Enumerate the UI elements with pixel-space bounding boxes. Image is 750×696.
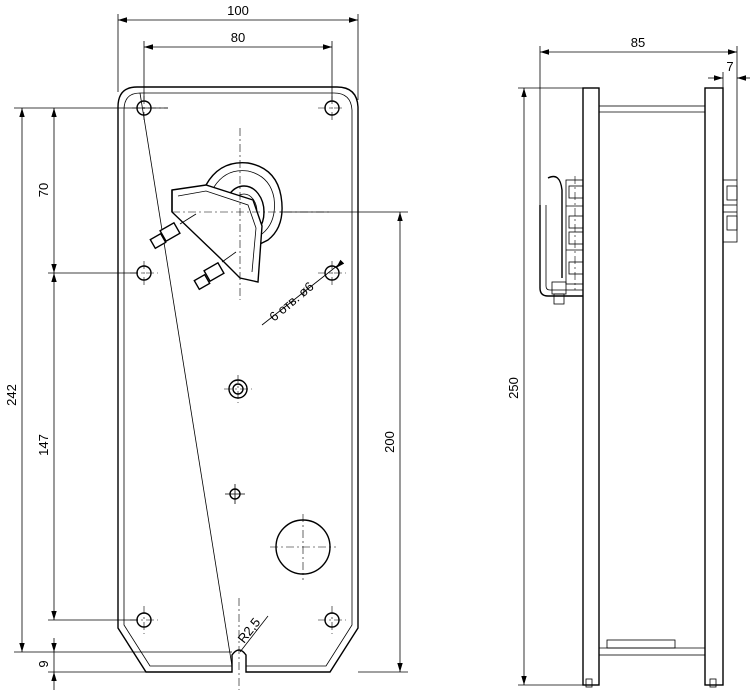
dim-depth: 85 bbox=[539, 35, 738, 205]
mounting-hole bbox=[318, 261, 346, 285]
dim-label-7: 7 bbox=[726, 59, 733, 74]
leader-slot-radius: R2,5 bbox=[235, 615, 269, 653]
dim-label-200: 200 bbox=[382, 431, 397, 453]
dim-label-80: 80 bbox=[231, 30, 245, 45]
side-housing bbox=[598, 105, 706, 656]
front-plate-inner bbox=[123, 92, 353, 667]
dim-label-147: 147 bbox=[36, 434, 51, 456]
dim-upper-offset: 70 bbox=[36, 108, 57, 273]
dim-slot-offset: 9 bbox=[36, 638, 57, 690]
mounting-hole bbox=[318, 606, 346, 634]
dim-label-70: 70 bbox=[36, 183, 51, 197]
side-base-plate bbox=[582, 87, 600, 686]
dim-label-85: 85 bbox=[631, 35, 645, 50]
front-body-outline bbox=[117, 86, 359, 673]
dim-label-100: 100 bbox=[227, 3, 249, 18]
dim-label-242: 242 bbox=[4, 384, 19, 406]
holes-callout: 6 отв. ø6 bbox=[266, 279, 316, 325]
leader-holes: 6 отв. ø6 bbox=[261, 259, 345, 326]
dim-flange: 7 bbox=[708, 59, 750, 88]
dim-body-height: 200 bbox=[280, 211, 408, 673]
dim-label-250: 250 bbox=[506, 377, 521, 399]
dim-hole-spacing-width: 80 bbox=[143, 30, 333, 100]
mounting-hole bbox=[318, 96, 344, 120]
dim-hole-spacing-height: 147 bbox=[36, 273, 57, 620]
dim-side-height: 250 bbox=[506, 87, 583, 686]
side-back-plate bbox=[704, 87, 724, 686]
shaft-clamp bbox=[149, 161, 283, 291]
side-connector bbox=[722, 179, 738, 243]
manual-release-screw bbox=[224, 375, 252, 403]
position-indicator bbox=[225, 484, 245, 504]
side-view: 85 7 250 bbox=[506, 35, 750, 688]
cable-gland bbox=[270, 514, 336, 580]
dim-overall-height: 242 bbox=[4, 108, 25, 652]
front-view: 100 80 242 70 147 bbox=[4, 3, 408, 690]
side-clamp bbox=[539, 175, 584, 305]
dim-overall-width: 100 bbox=[117, 3, 359, 100]
dim-label-9: 9 bbox=[36, 660, 51, 667]
